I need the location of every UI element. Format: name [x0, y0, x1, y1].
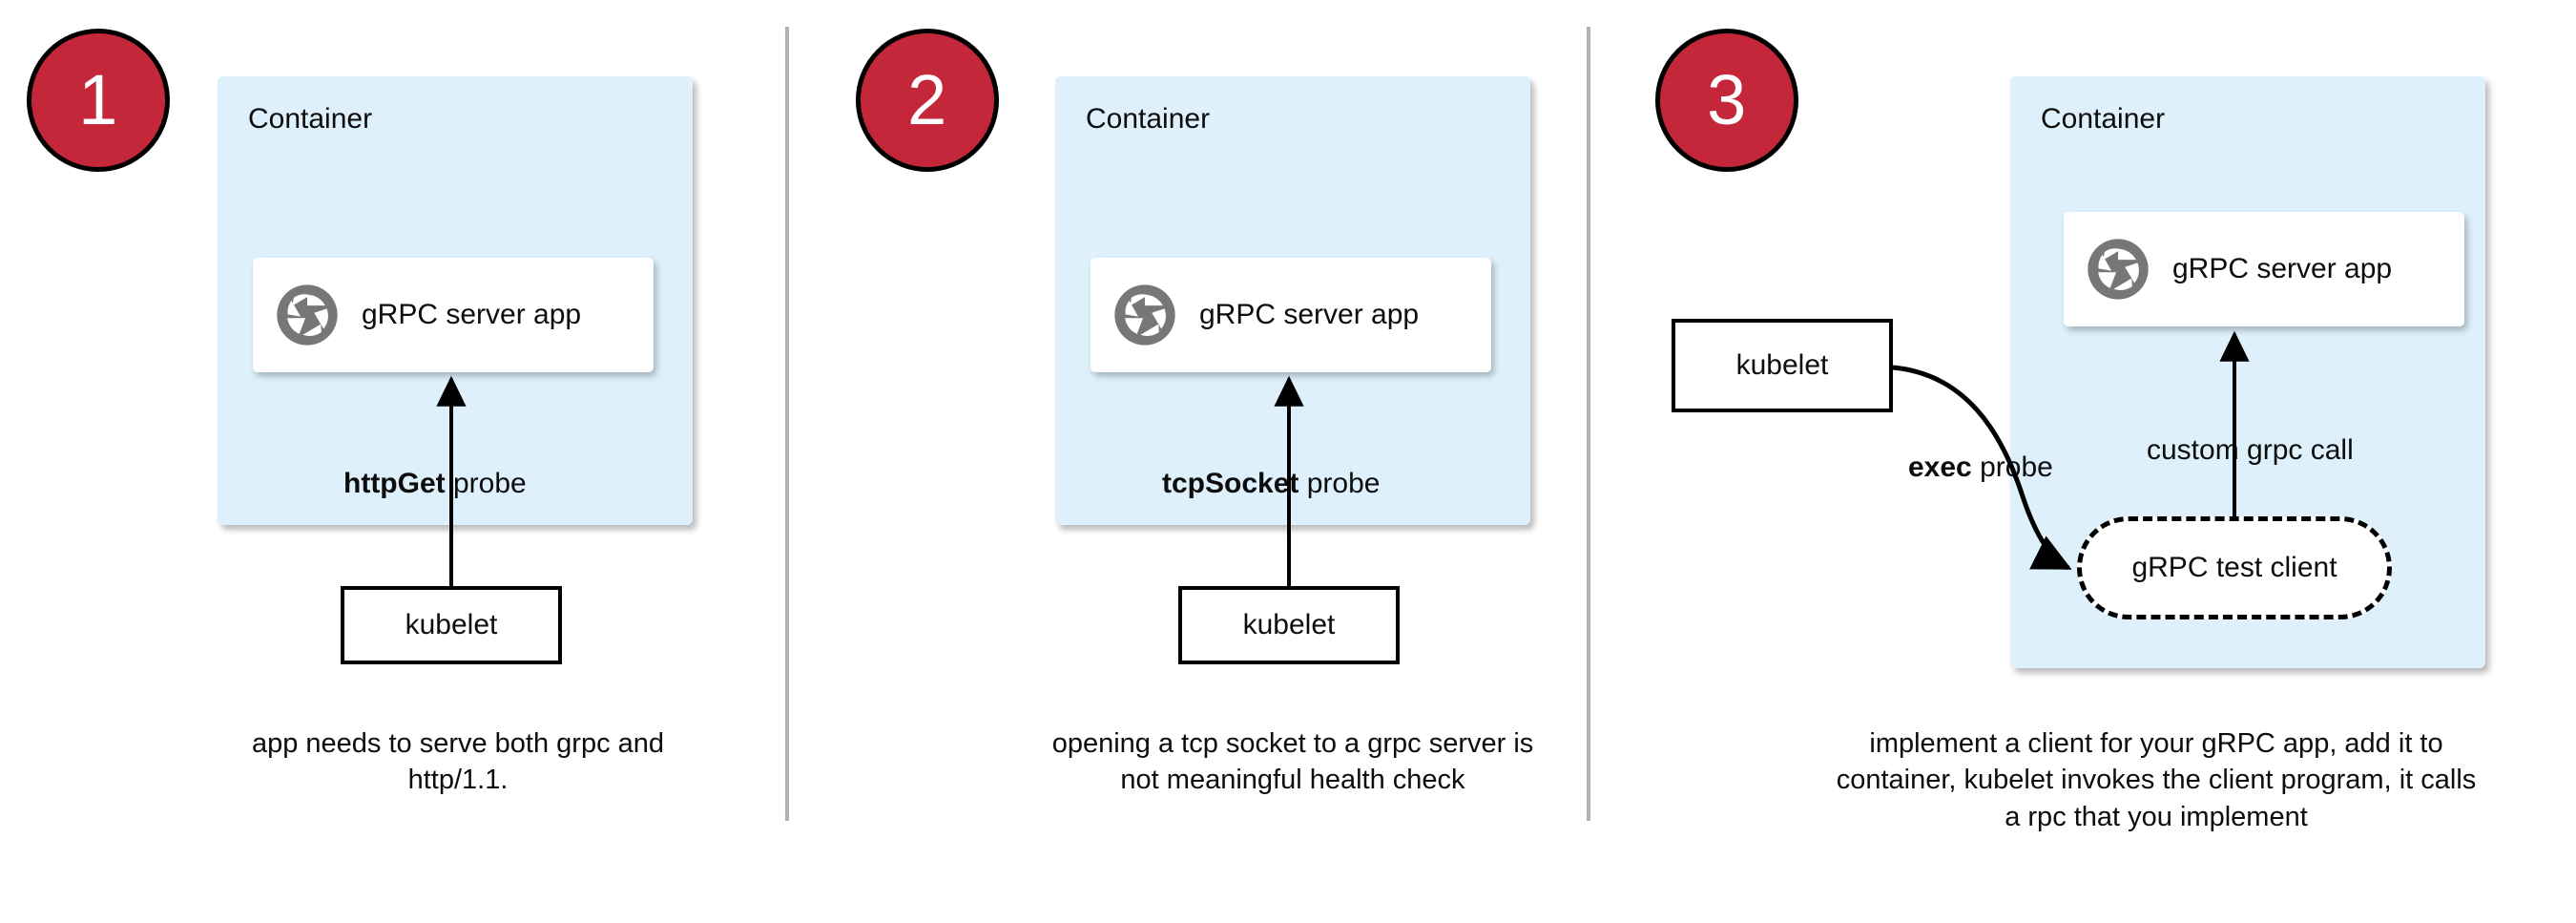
grpc-test-client-node: gRPC test client: [2077, 516, 2392, 619]
custom-grpc-call-label: custom grpc call: [2147, 434, 2354, 466]
probe-rest-1: probe: [445, 468, 527, 499]
step-badge-1: 1: [27, 29, 170, 172]
kubelet-box-3: kubelet: [1672, 319, 1893, 412]
step-badge-2: 2: [856, 29, 999, 172]
container-label-3: Container: [2041, 103, 2166, 135]
httpget-probe-label: httpGet probe: [343, 468, 527, 500]
grpc-aperture-icon: [1114, 284, 1175, 346]
probe-strong-1: httpGet: [343, 468, 446, 499]
grpc-server-app-label-1: gRPC server app: [362, 299, 582, 330]
grpc-aperture-icon: [2088, 239, 2149, 300]
probe-rest-2: probe: [1298, 468, 1381, 499]
caption-1: app needs to serve both grpc and http/1.…: [251, 728, 665, 796]
kubelet-box-1: kubelet: [341, 586, 562, 664]
exec-probe-label: exec probe: [1908, 451, 2053, 484]
grpc-server-app-card-2: gRPC server app: [1091, 258, 1491, 372]
probe-rest-3: probe: [1971, 451, 2053, 483]
probe-strong-3: exec: [1908, 451, 1972, 483]
grpc-server-app-label-2: gRPC server app: [1199, 299, 1420, 330]
container-label-2: Container: [1086, 103, 1211, 135]
step-badge-3: 3: [1655, 29, 1798, 172]
grpc-aperture-icon: [277, 284, 338, 346]
grpc-server-app-card-1: gRPC server app: [253, 258, 654, 372]
grpc-server-app-card-3: gRPC server app: [2064, 212, 2464, 326]
container-label-1: Container: [248, 103, 373, 135]
kubelet-box-2: kubelet: [1178, 586, 1400, 664]
caption-2: opening a tcp socket to a grpc server is…: [1051, 728, 1534, 796]
caption-3: implement a client for your gRPC app, ad…: [1836, 728, 2477, 832]
grpc-server-app-label-3: gRPC server app: [2172, 253, 2393, 284]
probe-strong-2: tcpSocket: [1162, 468, 1299, 499]
panel-divider-2: [1587, 27, 1590, 821]
panel-divider-1: [785, 27, 789, 821]
tcpsocket-probe-label: tcpSocket probe: [1162, 468, 1380, 500]
